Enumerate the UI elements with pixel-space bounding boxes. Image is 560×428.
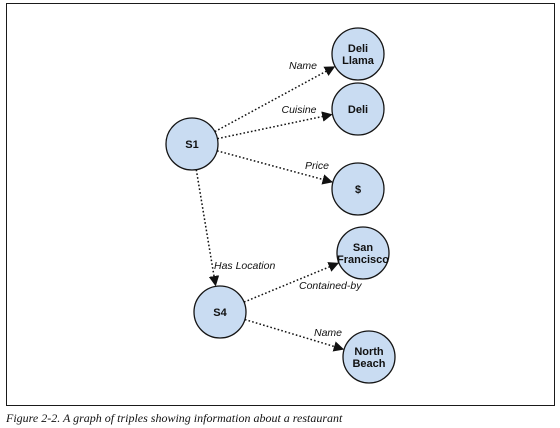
node-s4: S4	[193, 285, 247, 339]
node-deli: Deli	[331, 82, 385, 136]
edge-s1-to-s4	[195, 169, 220, 287]
edge-label-s1-to-s4: Has Location	[214, 260, 275, 272]
node-label-deli-llama: Deli	[348, 43, 368, 55]
edge-label-s4-to-north-beach: Name	[314, 327, 342, 339]
node-circle-price	[331, 162, 385, 216]
edge-s4-to-san-francisco	[243, 262, 340, 303]
node-label-s4: S4	[213, 307, 227, 319]
edge-s1-to-price	[216, 150, 333, 185]
node-label-deli-llama: Llama	[342, 55, 375, 67]
figure-caption: Figure 2-2. A graph of triples showing i…	[6, 411, 343, 425]
edge-label-s4-to-san-francisco: Contained-by	[299, 280, 362, 292]
node-label-price: $	[355, 184, 361, 196]
node-circle-deli	[331, 82, 385, 136]
node-circle-s4	[193, 285, 247, 339]
node-s1: S1	[165, 117, 219, 171]
node-label-s1: S1	[185, 139, 198, 151]
node-circle-s1	[165, 117, 219, 171]
node-label-deli: Deli	[348, 104, 368, 116]
edge-label-s1-to-deli-llama: Name	[289, 60, 317, 72]
node-price: $	[331, 162, 385, 216]
edge-label-s1-to-deli: Cuisine	[281, 104, 316, 116]
edge-label-s1-to-price: Price	[305, 160, 329, 172]
node-circle-north-beach	[342, 330, 396, 384]
node-circle-deli-llama	[331, 27, 385, 81]
node-label-san-francisco: San	[353, 242, 373, 254]
node-label-north-beach: North	[354, 346, 384, 358]
node-label-north-beach: Beach	[352, 358, 385, 370]
edge-s1-to-deli	[217, 111, 333, 140]
edge-s1-to-deli-llama	[214, 66, 336, 133]
node-label-san-francisco: Francisco	[337, 254, 389, 266]
node-circle-san-francisco	[336, 226, 390, 280]
